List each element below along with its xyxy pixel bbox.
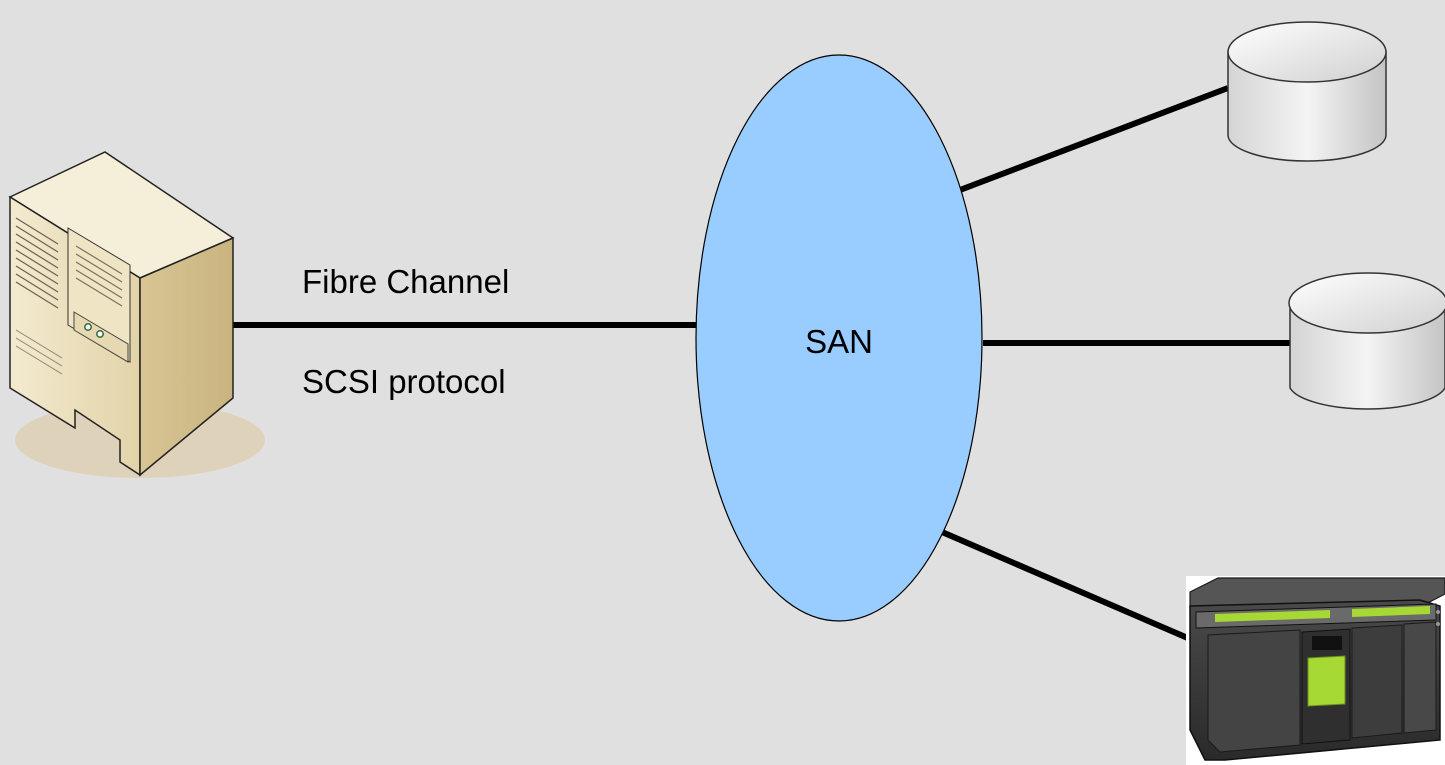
tape-library-icon [1186, 576, 1445, 765]
server-icon [8, 151, 265, 478]
disk-icon [1227, 21, 1387, 162]
san-to-tape-link [940, 529, 1199, 645]
disk-icon [1288, 272, 1445, 410]
link-label-protocol-top: Fibre Channel [302, 263, 509, 300]
san-label: SAN [805, 323, 873, 360]
san-to-disk-1-link [958, 85, 1230, 193]
link-label-protocol-bottom: SCSI protocol [302, 363, 506, 400]
san-cloud [695, 54, 983, 622]
